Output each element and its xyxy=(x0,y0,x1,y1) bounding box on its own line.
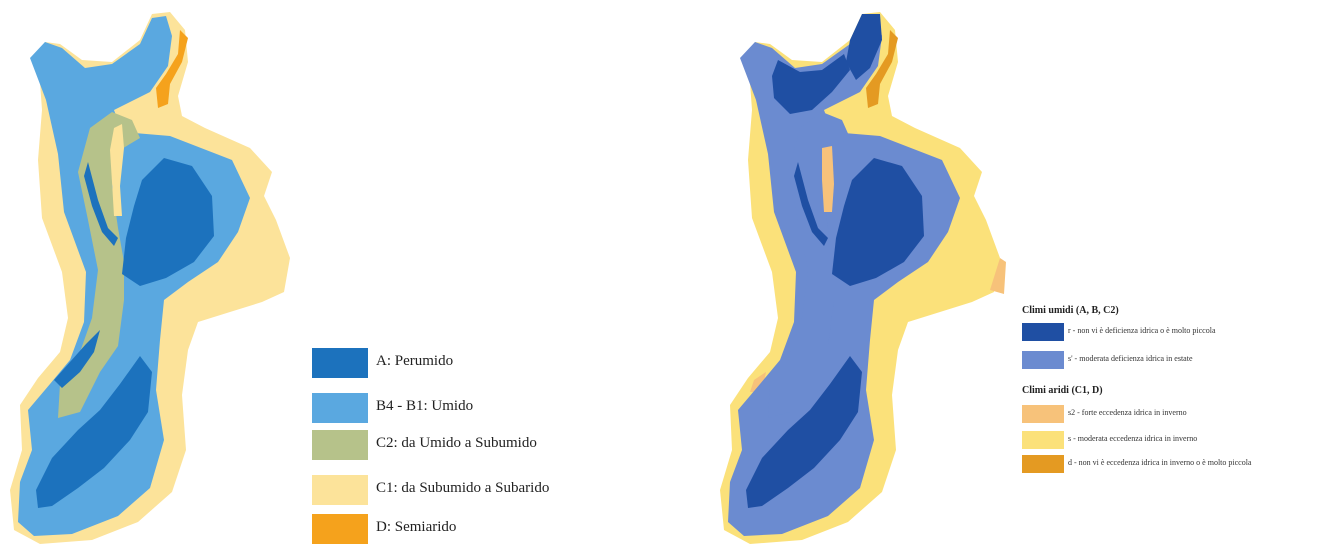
legend-label: A: Perumido xyxy=(376,353,454,369)
legend-label: r - non vi è deficienza idrica o è molto… xyxy=(1068,326,1216,335)
legend-swatch xyxy=(1022,455,1064,473)
legend-group-title: Climi aridi (C1, D) xyxy=(1022,385,1103,396)
legend-label: d - non vi è eccedenza idrica in inverno… xyxy=(1068,458,1252,467)
legend-swatch xyxy=(312,475,368,505)
legend-item-semiarido: D: Semiarido xyxy=(312,514,612,544)
legend-group-title: Climi umidi (A, B, C2) xyxy=(1022,305,1119,316)
legend-swatch xyxy=(312,393,368,423)
legend-label: C1: da Subumido a Subarido xyxy=(376,480,550,496)
legend-item-r: r - non vi è deficienza idrica o è molto… xyxy=(1022,323,1322,343)
legend-item-perumido: A: Perumido xyxy=(312,348,612,378)
legend-item-s: s - moderata eccedenza idrica in inverno xyxy=(1022,431,1322,451)
legend-item-s-prime: s' - moderata deficienza idrica in estat… xyxy=(1022,351,1322,371)
legend-item-subarido: C1: da Subumido a Subarido xyxy=(312,475,612,505)
left-map xyxy=(10,12,290,544)
right-map xyxy=(720,12,1006,544)
legend-item-s2: s2 - forte eccedenza idrica in inverno xyxy=(1022,405,1322,425)
legend-item-umido: B4 - B1: Umido xyxy=(312,393,612,423)
legend-label: s2 - forte eccedenza idrica in inverno xyxy=(1068,408,1187,417)
legend-item-d: d - non vi è eccedenza idrica in inverno… xyxy=(1022,455,1322,475)
legend-label: s' - moderata deficienza idrica in estat… xyxy=(1068,354,1193,363)
legend-label: D: Semiarido xyxy=(376,519,457,535)
legend-swatch xyxy=(1022,351,1064,369)
legend-item-subumido: C2: da Umido a Subumido xyxy=(312,430,612,460)
legend-swatch xyxy=(1022,431,1064,449)
legend-swatch xyxy=(1022,323,1064,341)
legend-label: s - moderata eccedenza idrica in inverno xyxy=(1068,434,1198,443)
legend-swatch xyxy=(1022,405,1064,423)
legend-label: C2: da Umido a Subumido xyxy=(376,435,537,451)
legend-label: B4 - B1: Umido xyxy=(376,398,474,414)
legend-swatch xyxy=(312,348,368,378)
legend-swatch xyxy=(312,514,368,544)
legend-swatch xyxy=(312,430,368,460)
